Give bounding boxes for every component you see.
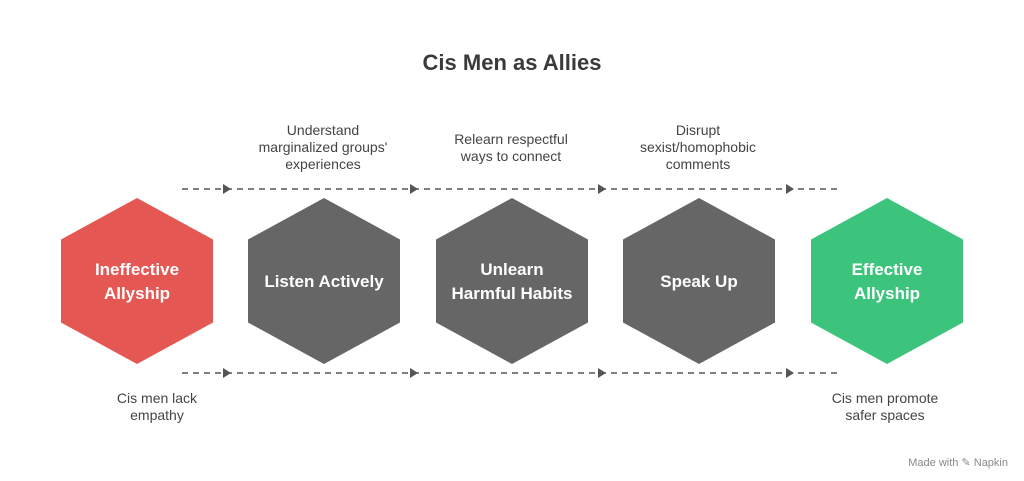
node-label-unlearn-harmful-habits: Unlearn Harmful Habits xyxy=(451,260,573,303)
hexagon-listen-actively xyxy=(248,198,400,364)
watermark: Made with ✎ Napkin xyxy=(908,456,1008,469)
top-arrowhead-icon xyxy=(410,184,418,194)
hexagon-effective-allyship xyxy=(811,198,963,364)
hexagon-speak-up xyxy=(623,198,775,364)
bottom-arrowhead-icon xyxy=(410,368,418,378)
napkin-logo-icon: ✎ xyxy=(961,457,971,469)
hexagon-unlearn-harmful-habits xyxy=(436,198,588,364)
top-arrowhead-icon xyxy=(786,184,794,194)
node-label-effective-allyship: Effective Allyship xyxy=(851,260,923,303)
caption-start: Cis men lack empathy xyxy=(116,390,198,423)
caption-unlearn-habits: Relearn respectful ways to connect xyxy=(454,131,568,164)
watermark-prefix: Made with xyxy=(908,457,959,469)
caption-listen-actively: Understand marginalized groups' experien… xyxy=(258,122,388,172)
bottom-arrowhead-icon xyxy=(786,368,794,378)
top-arrowhead-icon xyxy=(598,184,606,194)
watermark-brand: Napkin xyxy=(973,457,1008,469)
hexagon-ineffective-allyship xyxy=(61,198,213,364)
node-label-listen-actively: Listen Actively xyxy=(264,272,384,291)
caption-speak-up: Disrupt sexist/homophobic comments xyxy=(640,122,756,172)
top-arrowhead-icon xyxy=(223,184,231,194)
node-label-ineffective-allyship: Ineffective Allyship xyxy=(94,260,180,303)
diagram-title: Cis Men as Allies xyxy=(422,50,602,75)
node-label-speak-up: Speak Up xyxy=(660,272,738,291)
bottom-arrowhead-icon xyxy=(223,368,231,378)
bottom-arrowhead-icon xyxy=(598,368,606,378)
caption-end: Cis men promote safer spaces xyxy=(831,390,939,423)
